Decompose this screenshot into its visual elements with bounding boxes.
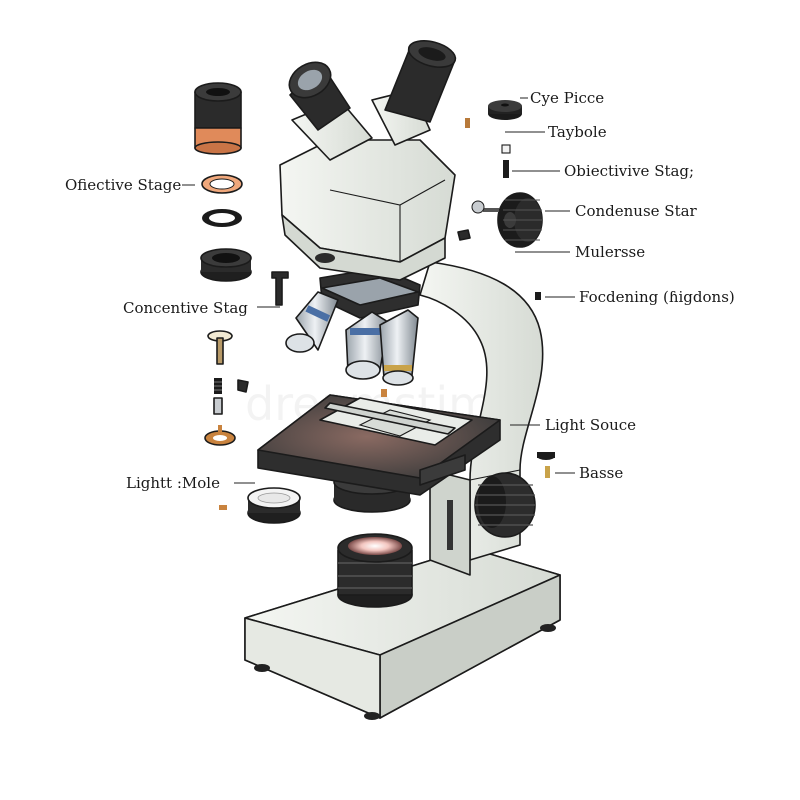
microscope: [244, 40, 561, 720]
eyepiece-tube-right: [371, 40, 457, 146]
eyepiece-tube-left: [288, 61, 373, 161]
part-copper-ring: [201, 174, 243, 194]
stage: [257, 389, 501, 496]
objective-lens-1: [285, 291, 339, 353]
label-condenser-star: Condenuse Star: [575, 202, 698, 220]
part-black-ring: [202, 209, 242, 227]
label-eyepiece: Cye Picce: [530, 89, 604, 107]
part-spring: [213, 378, 223, 415]
label-mulersse: Mulersse: [575, 243, 645, 261]
part-small-clip: [237, 379, 249, 393]
leader-lines: [182, 97, 575, 484]
label-light-source: Light Souce: [545, 416, 636, 434]
label-focusing: Focdening (ɦigdons): [579, 288, 735, 306]
label-objective-stage-left: Ofiective Stage: [65, 176, 181, 194]
lamp-housing: [337, 533, 413, 608]
part-screw-right: [457, 229, 471, 241]
part-bracket: [271, 271, 289, 306]
label-objective-stag-right: Obiectivive Stag;: [564, 162, 694, 180]
part-base-pin: [537, 452, 555, 478]
label-light-module: Lightt :Mole: [126, 474, 220, 492]
part-tiny-cylinder: [501, 144, 511, 178]
label-base: Basse: [579, 464, 623, 482]
part-pin: [207, 330, 233, 365]
part-filter-holder: [247, 487, 301, 524]
label-taybole: Taybole: [548, 123, 607, 141]
label-concentive-stag: Concentive Stag: [123, 299, 248, 317]
part-eyepiece-cap: [488, 100, 522, 120]
part-tiny-pin-left: [219, 505, 227, 510]
part-small-bracket-right: [465, 118, 470, 128]
part-focus-pin: [535, 292, 541, 300]
part-gear-ring: [204, 425, 236, 446]
nosepiece: [319, 267, 421, 319]
part-condenser-knob: [471, 192, 543, 248]
objective-lens-3: [379, 309, 419, 386]
microscope-head: [279, 139, 456, 281]
part-threaded-collar: [200, 248, 252, 282]
part-eyepiece-cup: [194, 82, 242, 155]
focus-knob: [474, 472, 536, 538]
